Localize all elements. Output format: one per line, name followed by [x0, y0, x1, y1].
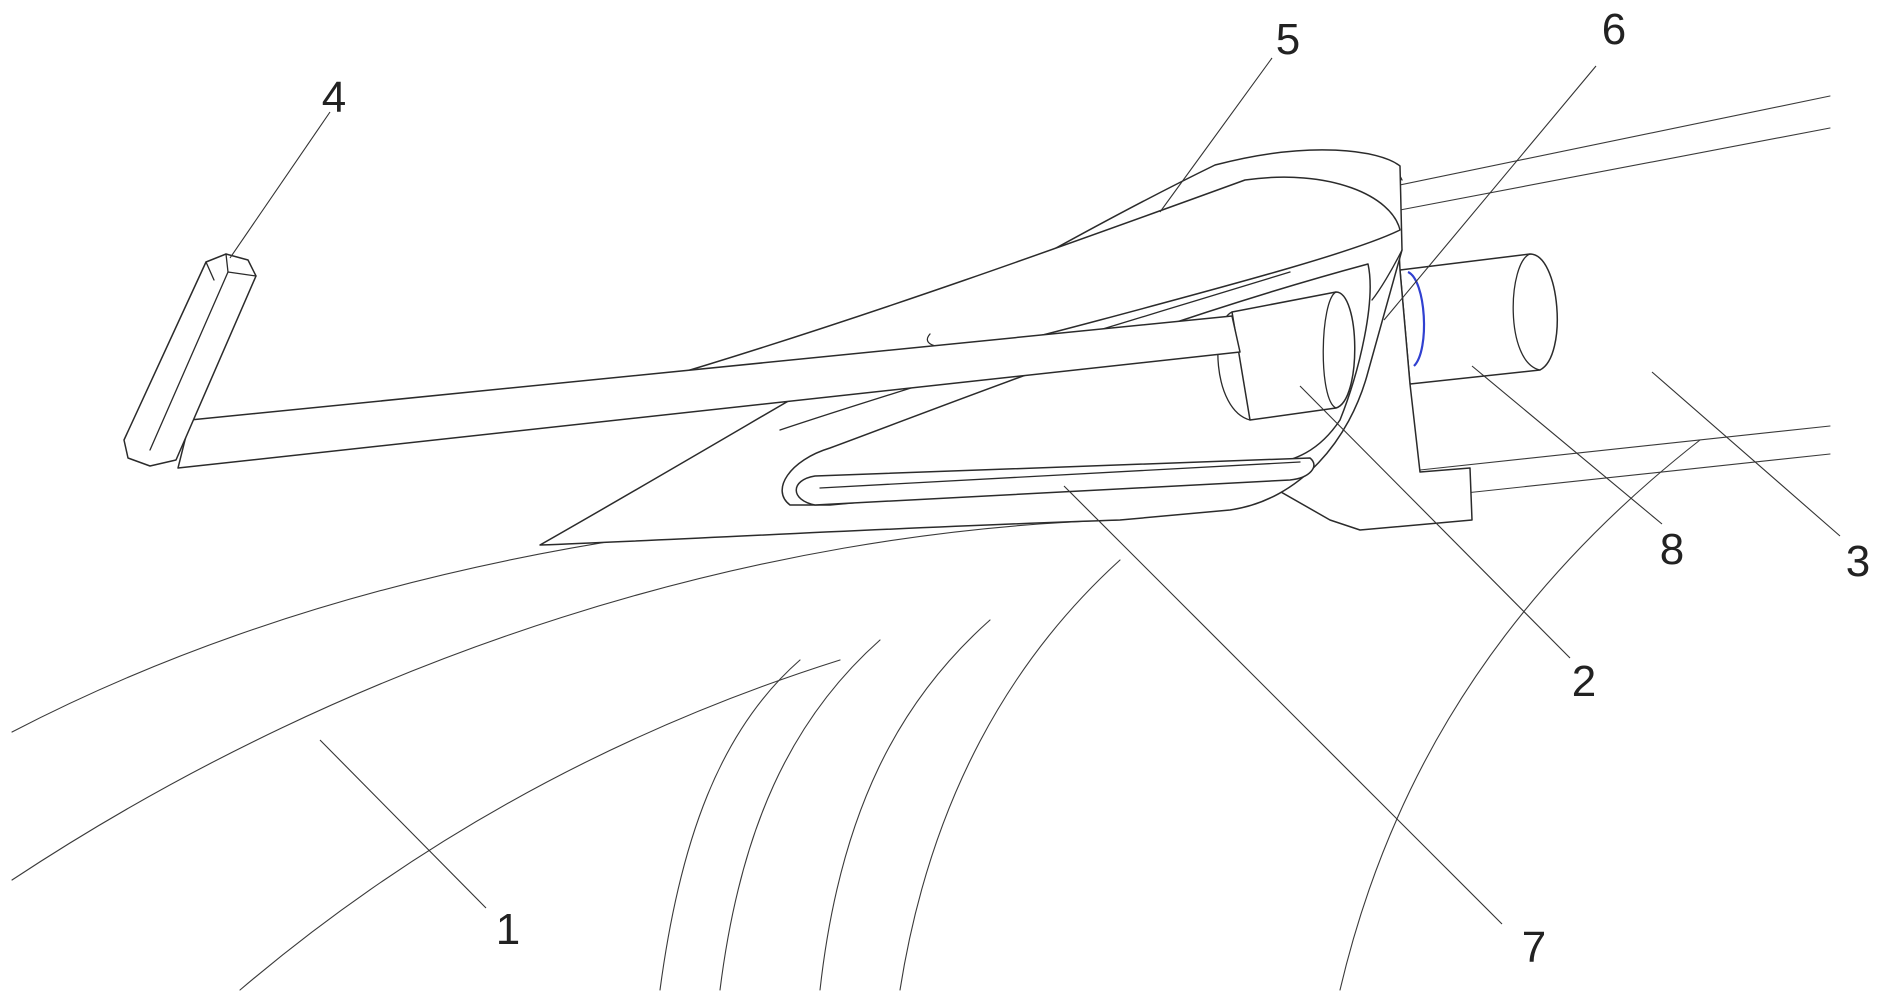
leader-lines: [229, 57, 1841, 925]
callout-label-6: 6: [1602, 5, 1626, 54]
cylinder-part-8: [1399, 253, 1558, 385]
seal-part-6: [1407, 270, 1426, 367]
handle-part-4: [123, 253, 257, 467]
leader-line-1: [319, 739, 487, 909]
leader-line-6: [1383, 65, 1597, 321]
leader-line-2: [1299, 385, 1571, 659]
callout-label-2: 2: [1572, 657, 1596, 706]
leader-line-3: [1651, 371, 1841, 537]
leader-line-8: [1471, 365, 1663, 525]
groove-part-7: [795, 457, 1315, 506]
leader-line-4: [229, 111, 331, 259]
callout-label-7: 7: [1522, 923, 1546, 972]
callout-labels: 1 2 3 4 5 6 7 8: [322, 5, 1870, 972]
callout-label-3: 3: [1846, 537, 1870, 586]
callout-label-1: 1: [496, 905, 520, 954]
shaft: [177, 315, 1241, 469]
leader-line-7: [1063, 485, 1503, 925]
callout-label-4: 4: [322, 73, 346, 122]
callout-label-8: 8: [1660, 525, 1684, 574]
body-part-5: [539, 149, 1403, 546]
callout-label-5: 5: [1276, 15, 1300, 64]
leader-line-5: [1159, 57, 1273, 213]
